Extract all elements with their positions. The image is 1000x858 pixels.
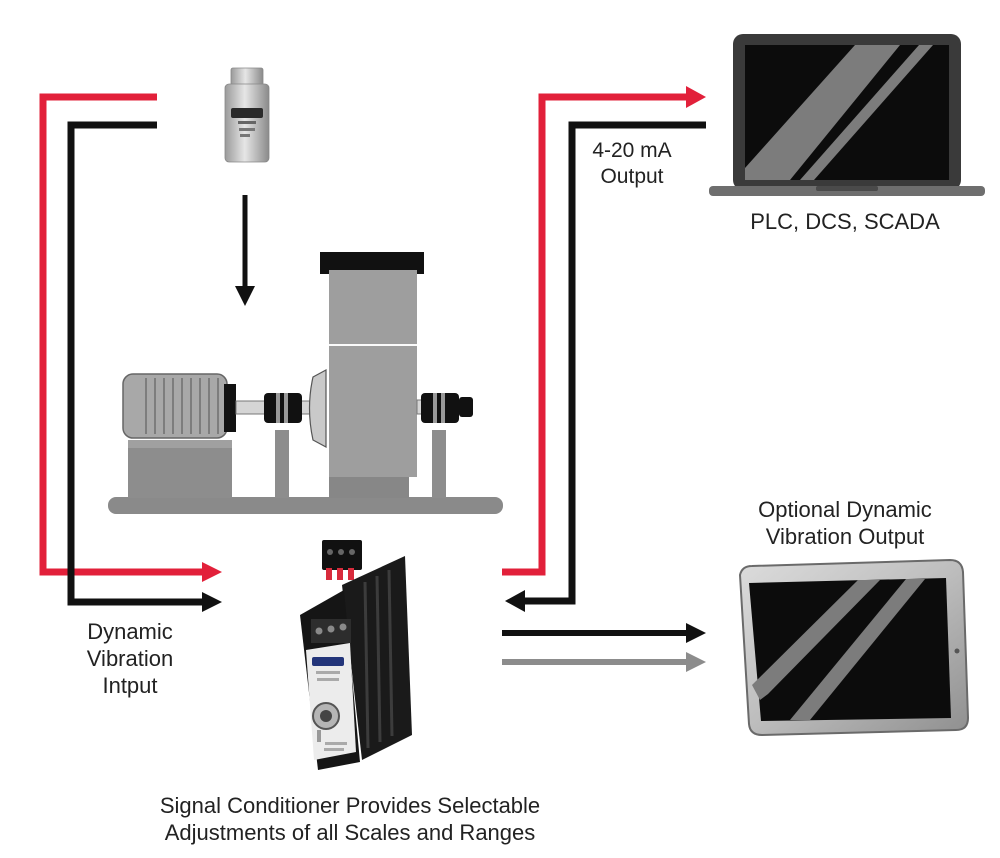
dynamic-vibration-input-line3: Intput <box>102 672 158 698</box>
input-black-arrowhead <box>202 592 222 612</box>
output-4-20ma-label: 4-20 mA Output <box>577 138 687 189</box>
optional-dynamic-output-line2: Vibration Output <box>765 523 925 549</box>
output-red-arrowhead <box>686 86 706 108</box>
dynamic-vibration-input-line2: Vibration <box>86 645 174 671</box>
input-red-arrowhead <box>202 562 222 582</box>
output-4-20ma-line1: 4-20 mA <box>592 139 672 162</box>
output-red-wire <box>502 93 690 576</box>
plc-dcs-scada-text: PLC, DCS, SCADA <box>750 209 940 234</box>
optional-dynamic-output-line1: Optional Dynamic <box>758 497 932 522</box>
dynamic-gray-arrowhead <box>686 652 706 672</box>
motor-pump-machine-icon <box>108 252 503 514</box>
conditioner-caption-line2: Adjustments of all Scales and Ranges <box>164 819 536 845</box>
dynamic-vibration-input-line1: Dynamic <box>87 619 173 644</box>
input-wires <box>39 93 222 612</box>
accelerometer-sensor-icon <box>224 67 270 163</box>
conditioner-caption: Signal Conditioner Provides Selectable A… <box>120 793 580 847</box>
mount-arrow <box>235 195 255 306</box>
conditioner-caption-line1: Signal Conditioner Provides Selectable <box>159 793 541 818</box>
dynamic-output-arrows <box>502 623 706 672</box>
tablet-icon <box>738 558 970 737</box>
dynamic-vibration-input-label: Dynamic Vibration Intput <box>70 619 190 699</box>
signal-conditioner-icon <box>300 540 412 770</box>
input-black-wire <box>67 121 205 606</box>
output-black-arrowhead <box>505 590 525 612</box>
dynamic-black-arrowhead <box>686 623 706 643</box>
output-4-20ma-line2: Output <box>600 164 664 188</box>
input-red-wire <box>39 93 205 576</box>
laptop-icon <box>709 34 985 196</box>
optional-dynamic-output-label: Optional Dynamic Vibration Output <box>720 497 970 551</box>
output-black-wire <box>522 121 706 605</box>
output-wires <box>502 86 706 612</box>
plc-dcs-scada-label: PLC, DCS, SCADA <box>720 209 970 236</box>
